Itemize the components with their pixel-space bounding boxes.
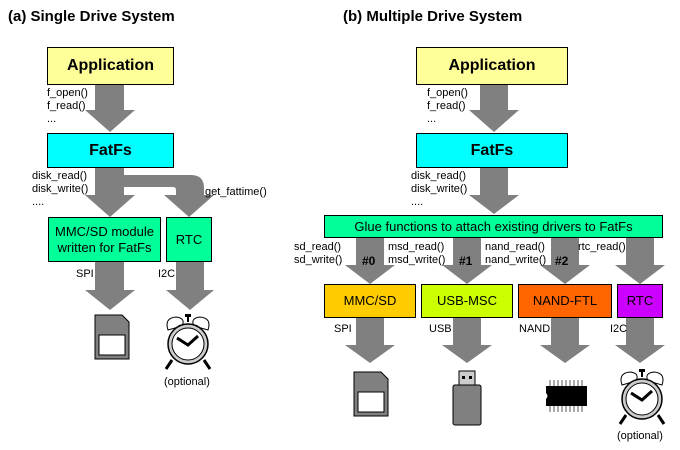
arrow-glue-to-nand <box>540 238 590 284</box>
driver-box-rtc: RTC <box>617 284 663 318</box>
application-box-b: Application <box>416 47 568 85</box>
fatfs-box-a: FatFs <box>47 133 174 168</box>
sd-card-icon <box>94 314 130 360</box>
drive-number-2: #2 <box>555 254 569 268</box>
bus-i2c-label-a: I2C <box>158 268 176 280</box>
arrow-glue-to-mmc <box>345 238 395 284</box>
sd-card-icon <box>353 371 389 417</box>
arrow-fatfs-to-driver-a <box>85 168 135 217</box>
optional-label-a: (optional) <box>164 376 210 388</box>
app-calls-label-a: f_open() f_read() ... <box>47 87 88 125</box>
driver-box-a: MMC/SD module written for FatFs <box>48 217 161 262</box>
glue-box: Glue functions to attach existing driver… <box>324 215 663 238</box>
optional-label-b: (optional) <box>617 430 663 442</box>
driver-calls-label-0: sd_read() sd_write() <box>294 241 343 266</box>
arrow-rtc-to-clock-a <box>166 262 214 310</box>
drive-number-1: #1 <box>459 254 473 268</box>
driver-calls-label-2: nand_read() nand_write() <box>485 241 547 266</box>
arrow-fatfs-to-glue-b <box>469 168 519 214</box>
arrow-app-to-fatfs-b <box>469 85 519 132</box>
arrow-glue-to-usb <box>442 238 492 284</box>
fatfs-box-b: FatFs <box>416 133 568 168</box>
arrow-mmc-to-card <box>345 318 395 363</box>
drive-number-0: #0 <box>362 254 376 268</box>
usb-stick-icon <box>452 370 482 426</box>
app-calls-label-b: f_open() f_read() ... <box>427 87 468 125</box>
alarm-clock-icon <box>164 314 212 370</box>
bus-spi-label-a: SPI <box>76 268 94 280</box>
time-call-label-a: get_fattime() <box>205 186 267 198</box>
nand-chip-icon <box>546 380 587 412</box>
arrow-nand-to-chip <box>540 318 590 363</box>
driver-box-usb-msc: USB-MSC <box>421 284 513 318</box>
arrow-glue-to-rtc <box>615 238 665 284</box>
driver-box-mmc-sd: MMC/SD <box>324 284 416 318</box>
alarm-clock-icon <box>618 369 666 425</box>
application-box-a: Application <box>47 47 174 85</box>
driver-calls-label-1: msd_read() msd_write() <box>388 241 446 266</box>
driver-box-nand-ftl: NAND-FTL <box>518 284 612 318</box>
panel-b-title: (b) Multiple Drive System <box>343 8 523 25</box>
rtc-box-a: RTC <box>166 217 212 262</box>
disk-calls-label-a: disk_read() disk_write() .... <box>32 170 89 208</box>
arrow-usb-to-stick <box>442 318 492 363</box>
bus-label-3: I2C <box>610 323 628 335</box>
arrow-rtc-to-clock <box>615 318 665 363</box>
bus-label-2: NAND <box>519 323 551 335</box>
bus-label-1: USB <box>429 323 452 335</box>
disk-calls-label-b: disk_read() disk_write() .... <box>411 170 468 208</box>
arrow-app-to-fatfs-a <box>85 85 135 132</box>
panel-a-title: (a) Single Drive System <box>8 8 175 25</box>
bus-label-0: SPI <box>334 323 352 335</box>
driver-calls-label-3: rtc_read() <box>578 241 626 253</box>
arrow-driver-to-card-a <box>85 262 135 310</box>
arrow-fatfs-to-rtc-a <box>124 175 214 217</box>
